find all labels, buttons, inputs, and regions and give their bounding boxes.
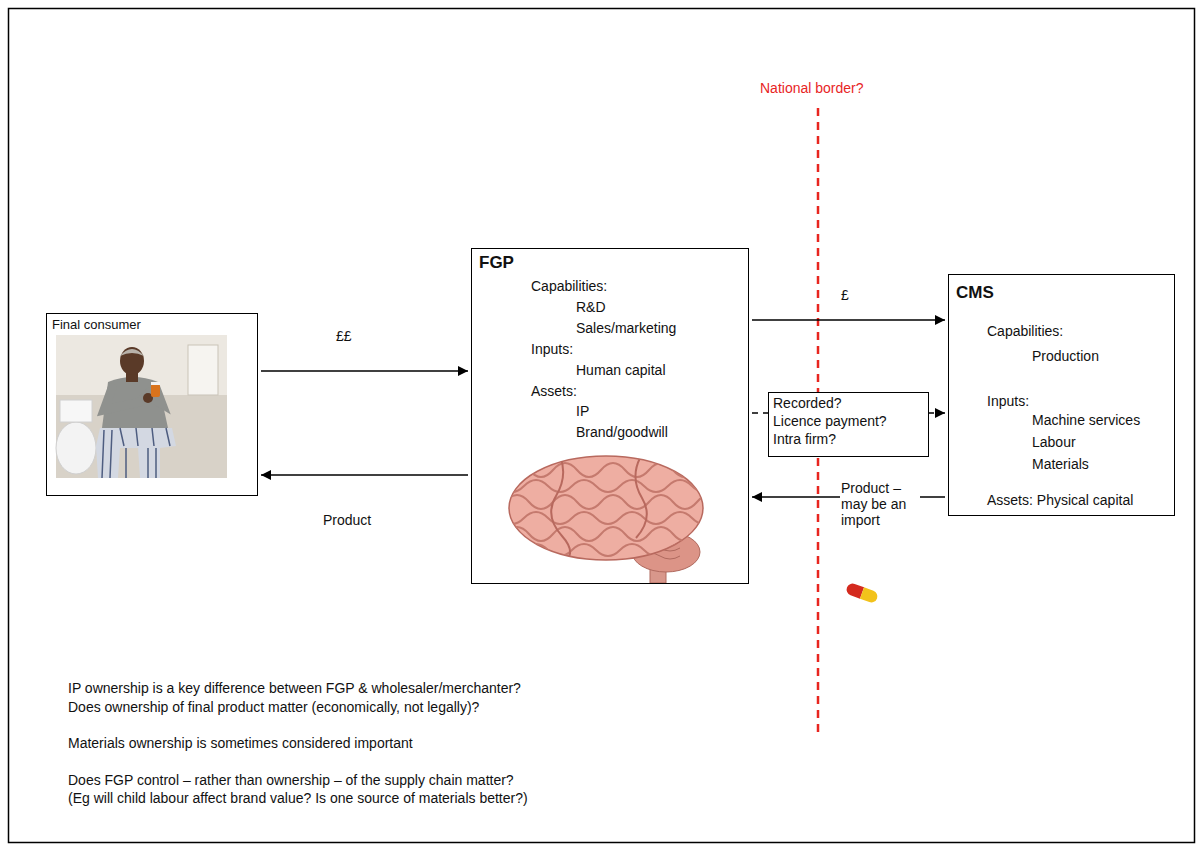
box-text: Final consumer <box>52 317 141 333</box>
box-text: Licence payment? <box>773 413 887 430</box>
box-text: Inputs: <box>531 341 573 358</box>
brain-picture <box>500 456 721 583</box>
box-text: Brand/goodwill <box>576 424 668 441</box>
consumer-photo <box>56 335 227 478</box>
note-text: Does ownership of final product matter (… <box>68 699 479 716</box>
box-text: Intra firm? <box>773 431 836 448</box>
box-text: Assets: <box>531 383 577 400</box>
note-box: Recorded?Licence payment?Intra firm? <box>768 392 929 457</box>
note-text: IP ownership is a key difference between… <box>68 680 521 697</box>
box-text: Production <box>1032 348 1099 365</box>
edge-label: Product <box>322 512 372 528</box>
flow-arrow <box>752 319 945 321</box>
box-text: Assets: Physical capital <box>987 492 1133 509</box>
box-text: IP <box>576 403 589 420</box>
box-text: Inputs: <box>987 393 1029 410</box>
box-heading: FGP <box>479 253 514 273</box>
edge-label: £ <box>840 287 850 303</box>
box-text: R&D <box>576 299 606 316</box>
box-text: Human capital <box>576 362 666 379</box>
outer-frame <box>9 9 1195 843</box>
note-text: (Eg will child labour affect brand value… <box>68 790 528 807</box>
fgp-box: FGP Capabilities: R&D Sales/marketingInputs… <box>471 248 749 584</box>
box-text: Materials <box>1032 456 1089 473</box>
box-text: Recorded? <box>773 395 842 412</box>
flow-arrow <box>261 370 468 372</box>
cms-box: CMS Capabilities: ProductionInputs:Machine… <box>948 274 1175 516</box>
consumer-box: Final consumer <box>46 313 258 496</box>
box-text: Capabilities: <box>987 323 1063 340</box>
box-text: Machine services <box>1032 412 1140 429</box>
edge-label: ££ <box>335 328 353 344</box>
note-text: Materials ownership is sometimes conside… <box>68 735 413 752</box>
box-heading: CMS <box>956 283 994 303</box>
box-text: Labour <box>1032 434 1076 451</box>
border-label: National border? <box>760 80 864 97</box>
note-text: Does FGP control – rather than ownership… <box>68 772 514 789</box>
edge-label: Product – may be an import <box>840 480 920 528</box>
box-text: Sales/marketing <box>576 320 676 337</box>
box-text: Capabilities: <box>531 278 607 295</box>
pill-capsule <box>845 582 879 604</box>
flow-arrow <box>261 474 468 476</box>
